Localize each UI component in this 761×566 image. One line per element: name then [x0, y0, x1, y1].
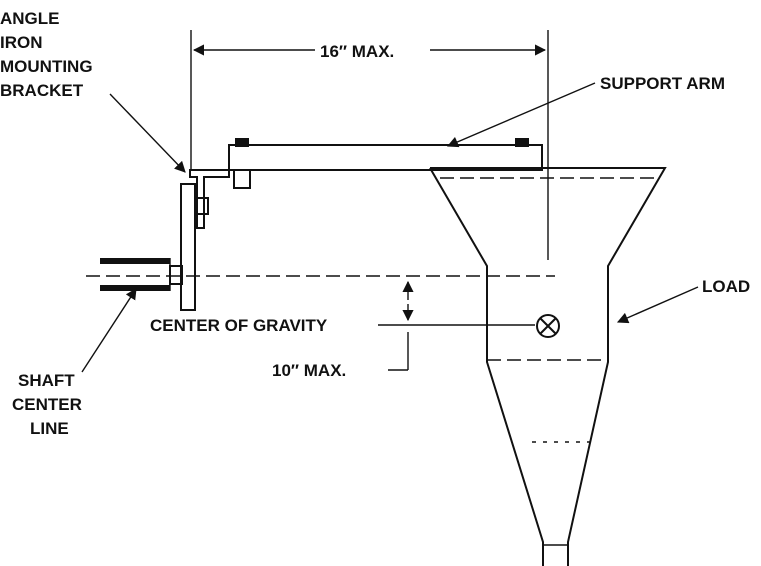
- mounting-plate: [180, 183, 196, 311]
- angle-iron-label-line-1: ANGLE: [0, 9, 60, 28]
- shaft-label-line-1: SHAFT: [18, 371, 75, 390]
- load-funnel: [429, 167, 667, 566]
- height-dimension-label: 10″ MAX.: [272, 361, 346, 380]
- angle-iron-label-line-2: IRON: [0, 33, 43, 52]
- cg-circle: [536, 314, 560, 338]
- bracket-bolt: [195, 197, 209, 215]
- shaft-upper-edge: [100, 258, 170, 264]
- width-dimension: 16″ MAX.: [190, 30, 549, 260]
- height-dimension: 10″ MAX.: [272, 280, 414, 380]
- angle-iron-label: ANGLE IRON MOUNTING BRACKET: [0, 9, 93, 100]
- shaft: [100, 258, 183, 291]
- angle-iron-profile: [189, 169, 230, 229]
- shaft-label-line-3: LINE: [30, 419, 69, 438]
- angle-iron-leader-arrow: [109, 93, 186, 173]
- shaft-lower-edge: [100, 285, 170, 291]
- center-of-gravity-symbol: [536, 314, 560, 338]
- width-dimension-label: 16″ MAX.: [320, 42, 394, 61]
- load-leader-arrow: [616, 286, 699, 324]
- shaft-label-line-2: CENTER: [12, 395, 82, 414]
- support-arm-nut: [233, 169, 251, 189]
- shaft-collar: [169, 265, 183, 285]
- load-outline-left: [429, 167, 544, 566]
- support-arm-bar: [228, 144, 543, 171]
- angle-iron-bracket: [180, 169, 230, 311]
- cg-cross-b: [539, 317, 557, 335]
- center-of-gravity-label: CENTER OF GRAVITY: [150, 316, 328, 335]
- support-arm-bolt-head-right: [515, 138, 529, 147]
- shaft-center-line-label: SHAFT CENTER LINE: [12, 371, 82, 438]
- support-arm-leader-arrow: [446, 82, 596, 148]
- shaft-leader-arrow: [81, 288, 137, 373]
- angle-iron-label-line-4: BRACKET: [0, 81, 84, 100]
- load-outline-right: [430, 167, 667, 566]
- load-label: LOAD: [702, 277, 750, 296]
- angle-iron-label-line-3: MOUNTING: [0, 57, 93, 76]
- support-arm-label: SUPPORT ARM: [600, 74, 725, 93]
- support-arm-bolt-head-left: [235, 138, 249, 147]
